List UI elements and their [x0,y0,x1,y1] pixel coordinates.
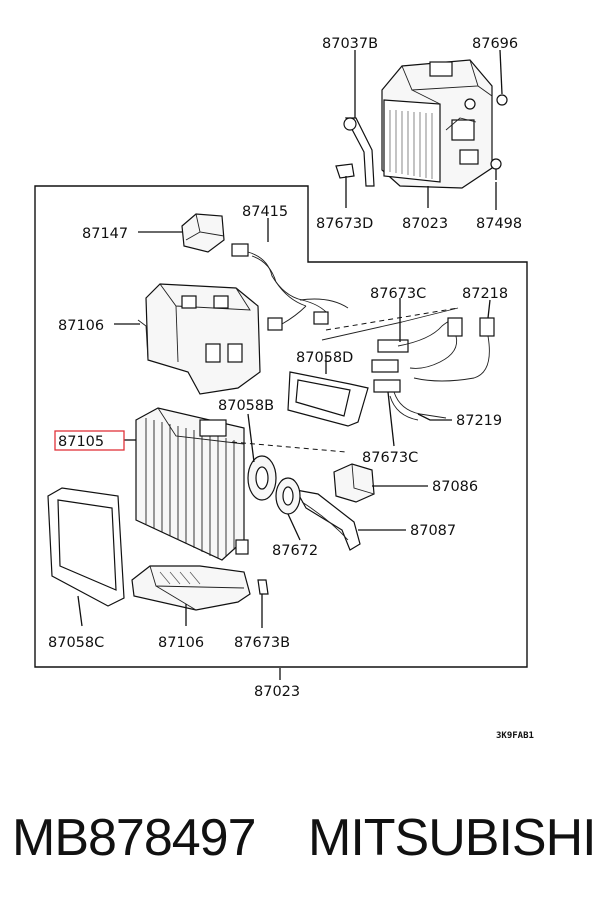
seal-87058B [247,455,277,501]
harness-87415 [231,243,349,331]
case-87106-upper [137,283,261,395]
dashed-line-valve [325,307,459,331]
label-87673B: 87673B [234,635,290,651]
part-number: MB878497 [12,809,257,867]
footer: MB878497 MITSUBISHI [0,808,600,868]
label-87673C-lower: 87673C [362,450,418,466]
bolt-87696 [496,94,508,106]
clip-87673B [257,579,269,595]
valve-87673C [321,307,459,393]
label-87696: 87696 [472,36,518,52]
label-87218: 87218 [462,286,508,302]
leader-lines [77,49,503,680]
pipe-87087 [294,489,361,551]
screw-87498 [490,158,502,180]
label-87106-lower: 87106 [158,635,204,651]
label-87106-upper: 87106 [58,318,104,334]
label-87058D: 87058D [296,350,353,366]
label-87087: 87087 [410,523,456,539]
clamp-87673D [335,163,355,179]
seal-87058D [287,371,369,427]
label-87498: 87498 [476,216,522,232]
label-87219: 87219 [456,413,502,429]
o-ring-87672 [275,477,301,515]
label-87023-bottom: 87023 [254,684,300,700]
label-87672: 87672 [272,543,318,559]
label-87058B: 87058B [218,398,274,414]
assembly-frame [34,185,528,668]
heater-unit-87023-top [381,59,493,189]
hose-87219 [389,391,447,421]
label-87086: 87086 [432,479,478,495]
label-87673C-upper: 87673C [370,286,426,302]
module-87147 [181,213,225,253]
diagram-code: 3K9FAB1 [496,731,534,741]
hose-87218 [409,317,495,382]
label-87105: 87105 [58,434,104,450]
seal-87058C [47,487,125,607]
highlight-box-87105 [54,430,125,451]
label-87023-top: 87023 [402,216,448,232]
pipe-87037B [343,117,375,187]
dashed-line-evaporator [231,441,347,453]
label-87415: 87415 [242,204,288,220]
case-87106-lower [131,539,251,611]
label-87058C: 87058C [48,635,104,651]
label-87673D: 87673D [316,216,373,232]
brand-name: MITSUBISHI [308,809,597,867]
connector-87086 [333,463,375,503]
label-87147: 87147 [82,226,128,242]
evaporator-87105 [135,407,245,561]
label-87037B: 87037B [322,36,378,52]
